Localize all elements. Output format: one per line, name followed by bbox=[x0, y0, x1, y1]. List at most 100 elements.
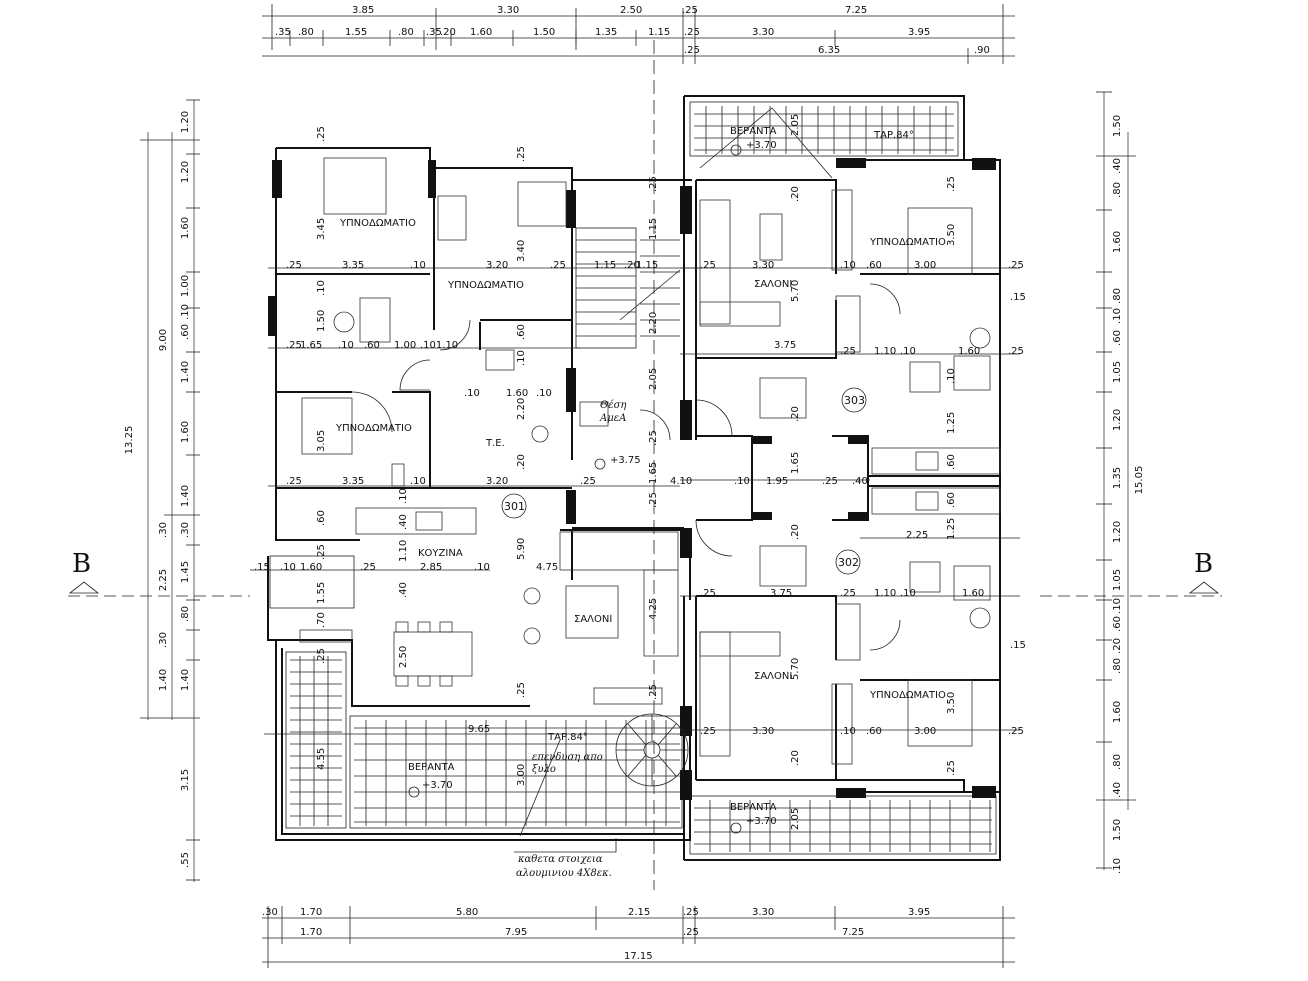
svg-text:.60: .60 bbox=[866, 260, 882, 271]
dim-top-2: 1.35 bbox=[595, 27, 617, 38]
svg-text:4.55: 4.55 bbox=[316, 748, 327, 770]
svg-text:1.60: 1.60 bbox=[962, 588, 984, 599]
svg-text:1.60: 1.60 bbox=[300, 562, 322, 573]
level-label: +3.75 bbox=[610, 455, 641, 466]
svg-text:3.20: 3.20 bbox=[486, 260, 508, 271]
svg-text:1.10: 1.10 bbox=[398, 540, 409, 562]
note: ΤΑΡ.84° bbox=[873, 130, 914, 141]
svg-text:4.75: 4.75 bbox=[536, 562, 558, 573]
dim-top-2: 1.50 bbox=[533, 27, 555, 38]
svg-text:4.10: 4.10 bbox=[670, 476, 692, 487]
svg-text:.25: .25 bbox=[286, 260, 302, 271]
svg-text:.25: .25 bbox=[516, 682, 527, 698]
dim-right-inner: 1.05 bbox=[1112, 361, 1123, 383]
dim-left-inner: 1.00 bbox=[180, 275, 191, 297]
svg-text:3.30: 3.30 bbox=[752, 726, 774, 737]
svg-text:.20: .20 bbox=[516, 454, 527, 470]
dim-right-inner: 1.60 bbox=[1112, 231, 1123, 253]
svg-text:B: B bbox=[1194, 549, 1213, 579]
dim-left-inner: 1.40 bbox=[180, 669, 191, 691]
room-labels: ΥΠΝΟΔΩΜΑΤΙΟ ΥΠΝΟΔΩΜΑΤΙΟ ΥΠΝΟΔΩΜΑΤΙΟ ΥΠΝΟ… bbox=[335, 126, 946, 827]
svg-text:.20: .20 bbox=[790, 524, 801, 540]
svg-text:1.15: 1.15 bbox=[648, 218, 659, 240]
dim-right-inner: 1.05 bbox=[1112, 569, 1123, 591]
level-label: +3.70 bbox=[746, 140, 777, 151]
level-label: +3.70 bbox=[746, 816, 777, 827]
dim-right-inner: 1.50 bbox=[1112, 115, 1123, 137]
svg-text:.10: .10 bbox=[464, 388, 480, 399]
svg-text:.10: .10 bbox=[840, 260, 856, 271]
svg-text:.25: .25 bbox=[946, 176, 957, 192]
walls-right-wing bbox=[683, 95, 1001, 861]
dim-left-outer: 13.25 bbox=[124, 426, 135, 455]
svg-text:1.65: 1.65 bbox=[790, 452, 801, 474]
left-dimension-chains: 13.25 9.00 3.15 1.20 1.20 1.60 1.00 .10 … bbox=[124, 99, 200, 882]
dim-left-mid: 3.15 bbox=[180, 769, 191, 791]
svg-text:3.75: 3.75 bbox=[774, 340, 796, 351]
note: καθετα στοιχεια bbox=[517, 854, 603, 865]
svg-text:.25: .25 bbox=[580, 476, 596, 487]
svg-text:3.40: 3.40 bbox=[516, 240, 527, 262]
top-dimension-chains: 3.85 3.30 2.50 .25 7.25 .35 .80 1.55 .80… bbox=[262, 4, 1015, 64]
dim-right-inner: .40 bbox=[1112, 782, 1123, 798]
veranda-left-rail bbox=[269, 555, 683, 829]
svg-text:.25: .25 bbox=[648, 684, 659, 700]
svg-text:.10: .10 bbox=[338, 340, 354, 351]
svg-text:.40: .40 bbox=[398, 582, 409, 598]
structural-columns bbox=[268, 158, 996, 800]
svg-text:.25: .25 bbox=[316, 126, 327, 142]
note: επενδυση απο bbox=[532, 752, 603, 763]
svg-text:1.95: 1.95 bbox=[766, 476, 788, 487]
svg-text:3.00: 3.00 bbox=[914, 726, 936, 737]
svg-text:3.35: 3.35 bbox=[342, 476, 364, 487]
dim-top-1: .25 bbox=[682, 5, 698, 16]
room-label: ΒΕΡΑΝΤΑ bbox=[730, 126, 777, 137]
dim-top-1: 3.85 bbox=[352, 5, 374, 16]
dim-left-inner: 1.40 bbox=[158, 669, 169, 691]
svg-text:1.10: 1.10 bbox=[874, 346, 896, 357]
svg-text:.25: .25 bbox=[316, 648, 327, 664]
svg-text:3.00: 3.00 bbox=[914, 260, 936, 271]
dim-bottom-2: 1.70 bbox=[300, 927, 322, 938]
svg-text:5.90: 5.90 bbox=[516, 538, 527, 560]
dim-bottom-3: 17.15 bbox=[624, 951, 653, 962]
dim-right-inner: 1.20 bbox=[1112, 409, 1123, 431]
room-label: ΣΑΛΟΝΙ bbox=[754, 671, 792, 682]
svg-text:1.15: 1.15 bbox=[636, 260, 658, 271]
svg-text:5.70: 5.70 bbox=[790, 280, 801, 302]
svg-text:.15: .15 bbox=[1010, 292, 1026, 303]
note: ΤΑΡ.84° bbox=[547, 732, 588, 743]
svg-text:1.25: 1.25 bbox=[946, 518, 957, 540]
svg-text:.10: .10 bbox=[946, 368, 957, 384]
svg-text:.20: .20 bbox=[790, 186, 801, 202]
svg-text:.10: .10 bbox=[734, 476, 750, 487]
dim-right-inner: .20 bbox=[1112, 638, 1123, 654]
svg-text:3.05: 3.05 bbox=[316, 430, 327, 452]
svg-text:3.00: 3.00 bbox=[516, 764, 527, 786]
svg-text:3.30: 3.30 bbox=[752, 260, 774, 271]
svg-text:.25: .25 bbox=[648, 430, 659, 446]
dim-right-outer: 15.05 bbox=[1134, 466, 1145, 495]
dim-left-inner: 1.40 bbox=[180, 485, 191, 507]
annotations: Θέση ΑμεΑ Τ.Ε. ΤΑΡ.84° ΤΑΡ.84° επενδυση … bbox=[485, 130, 914, 879]
svg-text:.25: .25 bbox=[1008, 346, 1024, 357]
dim-bottom-2: .25 bbox=[683, 927, 699, 938]
svg-text:.60: .60 bbox=[516, 324, 527, 340]
svg-text:.25: .25 bbox=[700, 588, 716, 599]
svg-text:.20: .20 bbox=[790, 750, 801, 766]
dim-bottom-1: 1.70 bbox=[300, 907, 322, 918]
room-label: ΥΠΝΟΔΩΜΑΤΙΟ bbox=[869, 690, 946, 701]
svg-text:3.45: 3.45 bbox=[316, 218, 327, 240]
dim-right-inner: .40 bbox=[1112, 158, 1123, 174]
dim-top-2: .25 bbox=[684, 27, 700, 38]
svg-text:5.70: 5.70 bbox=[790, 658, 801, 680]
svg-text:.15: .15 bbox=[1010, 640, 1026, 651]
svg-text:2.25: 2.25 bbox=[906, 530, 928, 541]
note: Θέση bbox=[600, 400, 626, 411]
dim-right-inner: 1.50 bbox=[1112, 819, 1123, 841]
svg-text:9.65: 9.65 bbox=[468, 724, 490, 735]
svg-text:3.75: 3.75 bbox=[770, 588, 792, 599]
svg-text:.10: .10 bbox=[840, 726, 856, 737]
stair bbox=[575, 227, 689, 787]
dim-top-1: 3.30 bbox=[497, 5, 519, 16]
